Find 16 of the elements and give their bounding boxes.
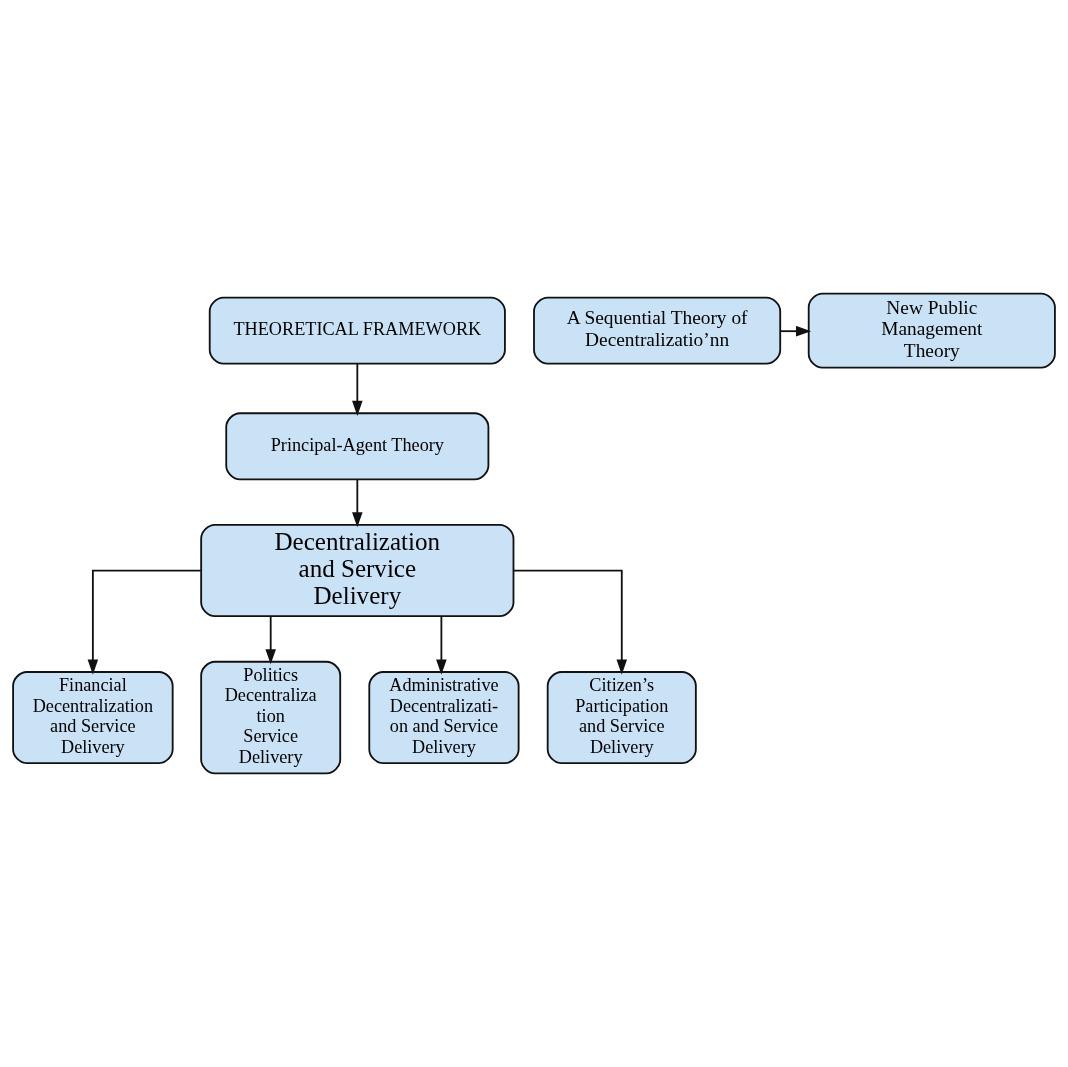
node-box: THEORETICAL FRAMEWORK: [208, 296, 506, 365]
arrow: [87, 569, 202, 675]
arrow: [352, 478, 363, 528]
node-box: Politics Decentraliza tion Service Delivery: [200, 660, 342, 775]
node-box: Decentralization and Service Delivery: [200, 524, 515, 618]
node-box: Administrative Decentralizati- on and Service Delivery: [368, 671, 520, 765]
arrow: [779, 325, 812, 337]
node-box: Citizen’s Participation and Service Delivery: [546, 671, 697, 765]
arrow: [352, 362, 363, 416]
arrow: [436, 615, 447, 675]
node-box: New Public Management Theory: [807, 292, 1056, 369]
node-box: Principal-Agent Theory: [225, 412, 490, 481]
node-box: A Sequential Theory of Decentralizatio’nn: [533, 296, 782, 365]
arrow: [512, 569, 628, 675]
node-box: Financial Decentralization and Service Delivery: [12, 671, 174, 765]
arrow: [265, 615, 276, 665]
